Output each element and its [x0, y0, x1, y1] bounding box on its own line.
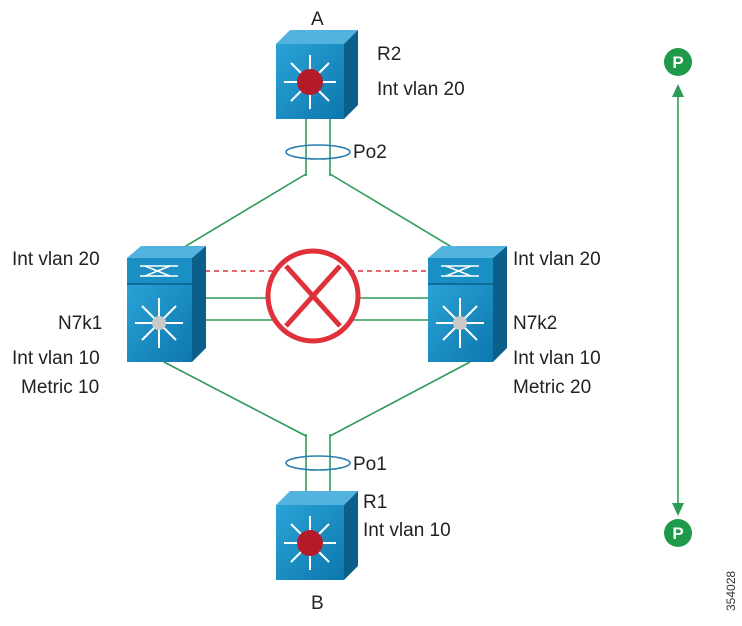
link-r2-n7k1 [165, 173, 307, 259]
label-n7k2-metric: Metric 20 [513, 377, 592, 398]
label-b: B [311, 593, 324, 614]
path-arrow [672, 84, 684, 516]
router-r1-icon [276, 491, 358, 580]
link-n7k2-r1 [329, 361, 471, 437]
po2-bundle-ellipse [285, 144, 351, 160]
label-r2-vlan: Int vlan 20 [377, 79, 465, 100]
p-badge-bottom-icon: P [664, 519, 692, 547]
label-n7k2-name: N7k2 [513, 313, 558, 334]
label-n7k2-vlan10: Int vlan 10 [513, 348, 601, 369]
label-n7k1-name: N7k1 [58, 313, 103, 334]
label-n7k1-vlan20: Int vlan 20 [12, 249, 100, 270]
label-po1: Po1 [353, 454, 387, 475]
label-a: A [311, 9, 324, 30]
label-r1: R1 [363, 492, 388, 513]
p-badge-bottom-label: P [672, 524, 683, 543]
label-r2: R2 [377, 44, 402, 65]
router-r2-icon [276, 30, 358, 119]
switch-n7k1-icon [127, 246, 206, 362]
label-n7k2-vlan20: Int vlan 20 [513, 249, 601, 270]
label-po2: Po2 [353, 142, 387, 163]
label-n7k1-vlan10: Int vlan 10 [12, 348, 100, 369]
link-r2-n7k2 [329, 173, 471, 259]
link-n7k1-r1 [163, 361, 307, 437]
p-badge-top-icon: P [664, 48, 692, 76]
failure-x-icon [265, 248, 361, 344]
label-r1-vlan: Int vlan 10 [363, 520, 451, 541]
label-n7k1-metric: Metric 10 [21, 377, 100, 398]
po1-bundle-ellipse [285, 455, 351, 471]
switch-n7k2-icon [428, 246, 507, 362]
p-badge-top-label: P [672, 53, 683, 72]
figure-id: 354028 [724, 570, 738, 611]
